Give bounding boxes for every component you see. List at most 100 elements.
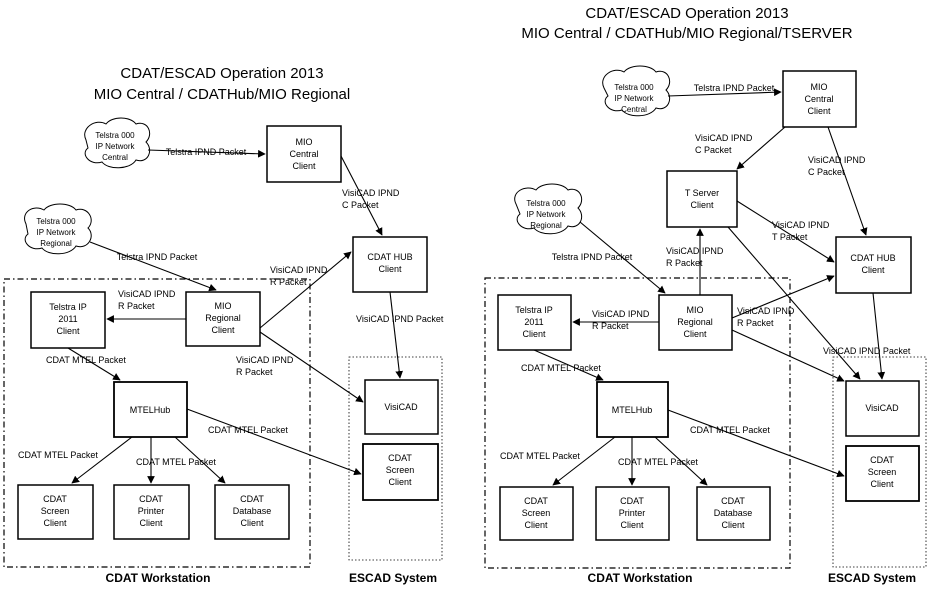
right-footer-cdat-workstation: CDAT Workstation bbox=[588, 571, 693, 585]
left-cdat-screen-line3: Client bbox=[43, 518, 67, 528]
left-telstra-ip-line2: 2011 bbox=[58, 314, 77, 324]
left-arrow-mtelhub-to-database bbox=[174, 436, 226, 484]
right-arrow-tserver-to-hub bbox=[736, 200, 835, 263]
right-cdat-hub-box bbox=[835, 236, 912, 294]
right-arrow-mio-central-to-hub bbox=[827, 126, 868, 236]
left-label-visicad-c-line2: C Packet bbox=[342, 200, 379, 210]
left-label-visicad-r-hub-line2: R Packet bbox=[270, 277, 307, 287]
right-telstra-ip-box bbox=[497, 294, 572, 351]
left-telstra-ip-line1: Telstra IP bbox=[49, 302, 87, 312]
right-cdat-database-box bbox=[696, 486, 771, 541]
left-arrow-cloud-central-to-mio-central bbox=[147, 149, 266, 158]
left-cloud-central-line1: Telstra 000 bbox=[95, 131, 135, 140]
right-cdat-hub-line2: Client bbox=[861, 265, 885, 275]
left-cloud-central-line2: IP Network bbox=[96, 142, 136, 151]
left-label-visicad-r-visicad-line1: VisiCAD IPND bbox=[236, 355, 294, 365]
right-mtelhub-box bbox=[596, 381, 669, 438]
left-label-mtel-escad: CDAT MTEL Packet bbox=[208, 425, 288, 435]
left-arrow-mtelhub-to-screen bbox=[71, 436, 133, 484]
right-label-ipnd-regional: Telstra IPND Packet bbox=[552, 252, 633, 262]
right-cdat-screen-escad-line1: CDAT bbox=[870, 455, 894, 465]
left-label-mtel-printer: CDAT MTEL Packet bbox=[136, 457, 216, 467]
left-cdat-screen-escad-box bbox=[362, 443, 439, 501]
right-cdat-hub-line1: CDAT HUB bbox=[850, 253, 895, 263]
right-cdat-database-line3: Client bbox=[721, 520, 745, 530]
left-mio-regional-line2: Regional bbox=[205, 313, 241, 323]
left-cdat-hub-line2: Client bbox=[378, 264, 402, 274]
left-diagram: CDAT/ESCAD Operation 2013 MIO Central / … bbox=[3, 65, 444, 585]
right-label-hub-to-visicad: VisiCAD IPND Packet bbox=[823, 346, 911, 356]
right-cloud-regional-line3: Regional bbox=[530, 221, 562, 230]
right-label-visicad-c-hub-line2: C Packet bbox=[808, 167, 845, 177]
right-cloud-central-line1: Telstra 000 bbox=[614, 83, 654, 92]
left-cdat-printer-line2: Printer bbox=[138, 506, 165, 516]
left-arrow-mtelhub-to-escad-screen bbox=[186, 408, 362, 476]
right-footer-escad-system: ESCAD System bbox=[828, 571, 916, 585]
left-escad-system-region bbox=[348, 356, 443, 561]
left-cdat-screen-escad-line1: CDAT bbox=[388, 453, 412, 463]
right-t-server-line1: T Server bbox=[685, 188, 719, 198]
right-cloud-regional bbox=[514, 183, 583, 235]
right-cdat-screen-box bbox=[499, 486, 574, 541]
left-cloud-central-line3: Central bbox=[102, 153, 128, 162]
right-label-visicad-t-line1: VisiCAD IPND bbox=[772, 220, 830, 230]
right-arrow-mio-central-to-tserver bbox=[736, 126, 786, 170]
left-visicad-box bbox=[364, 379, 439, 435]
right-diagram: CDAT/ESCAD Operation 2013 MIO Central / … bbox=[484, 5, 927, 585]
right-cdat-database-line2: Database bbox=[714, 508, 753, 518]
right-label-visicad-r-hub-line1: VisiCAD IPND bbox=[737, 306, 795, 316]
left-label-mtel-to-hub: CDAT MTEL Packet bbox=[46, 355, 126, 365]
left-cloud-regional-line1: Telstra 000 bbox=[36, 217, 76, 226]
left-mio-regional-box bbox=[185, 291, 261, 347]
left-cdat-database-box bbox=[214, 484, 290, 540]
right-mio-regional-box bbox=[658, 294, 733, 351]
right-cdat-screen-line3: Client bbox=[524, 520, 548, 530]
right-mio-central-box bbox=[782, 70, 857, 128]
right-t-server-line2: Client bbox=[690, 200, 714, 210]
right-cloud-regional-line1: Telstra 000 bbox=[526, 199, 566, 208]
left-cdat-printer-line3: Client bbox=[139, 518, 163, 528]
left-arrow-mio-central-to-hub bbox=[340, 155, 383, 236]
right-label-visicad-r-hub-line2: R Packet bbox=[737, 318, 774, 328]
left-label-visicad-r-telstra-line2: R Packet bbox=[118, 301, 155, 311]
left-mio-central-line1: MIO bbox=[296, 137, 313, 147]
left-cdat-hub-box bbox=[352, 236, 428, 293]
right-cloud-regional-line2: IP Network bbox=[527, 210, 567, 219]
right-cdat-printer-line3: Client bbox=[620, 520, 644, 530]
right-title-line2: MIO Central / CDATHub/MIO Regional/TSERV… bbox=[521, 25, 852, 42]
left-label-visicad-r-hub-line1: VisiCAD IPND bbox=[270, 265, 328, 275]
right-label-visicad-c-hub-line1: VisiCAD IPND bbox=[808, 155, 866, 165]
right-label-mtel-to-hub: CDAT MTEL Packet bbox=[521, 363, 601, 373]
left-label-visicad-r-telstra-line1: VisiCAD IPND bbox=[118, 289, 176, 299]
left-label-mtel-screen: CDAT MTEL Packet bbox=[18, 450, 98, 460]
left-label-visicad-r-visicad-line2: R Packet bbox=[236, 367, 273, 377]
left-cdat-database-line3: Client bbox=[240, 518, 264, 528]
right-arrow-mtelhub-to-escad-screen bbox=[667, 409, 845, 478]
right-telstra-ip-line1: Telstra IP bbox=[515, 305, 553, 315]
right-telstra-ip-line2: 2011 bbox=[524, 317, 543, 327]
right-visicad-line1: VisiCAD bbox=[865, 403, 899, 413]
right-arrow-cloud-regional-to-mio-regional bbox=[579, 221, 666, 294]
left-title-line1: CDAT/ESCAD Operation 2013 bbox=[120, 65, 323, 82]
right-label-visicad-r-tserver-line1: VisiCAD IPND bbox=[666, 246, 724, 256]
left-cdat-database-line2: Database bbox=[233, 506, 272, 516]
right-arrow-mio-regional-to-hub bbox=[731, 275, 835, 319]
left-label-ipnd-central: Telstra IPND Packet bbox=[166, 147, 247, 157]
left-mio-regional-line1: MIO bbox=[215, 301, 232, 311]
right-mtelhub-line1: MTELHub bbox=[612, 405, 653, 415]
right-mio-central-line3: Client bbox=[807, 106, 831, 116]
right-cdat-printer-box bbox=[595, 486, 670, 541]
left-cloud-regional-line3: Regional bbox=[40, 239, 72, 248]
right-label-visicad-c-tserver-line1: VisiCAD IPND bbox=[695, 133, 753, 143]
left-label-visicad-c-line1: VisiCAD IPND bbox=[342, 188, 400, 198]
left-cloud-central bbox=[84, 117, 151, 169]
right-cdat-screen-line2: Screen bbox=[522, 508, 551, 518]
left-cloud-regional bbox=[24, 203, 92, 255]
left-footer-cdat-workstation: CDAT Workstation bbox=[106, 571, 211, 585]
right-t-server-box bbox=[666, 170, 738, 228]
left-arrow-mio-regional-to-hub bbox=[259, 251, 352, 329]
right-mio-regional-line3: Client bbox=[683, 329, 707, 339]
right-cdat-screen-line1: CDAT bbox=[524, 496, 548, 506]
left-cdat-database-line1: CDAT bbox=[240, 494, 264, 504]
